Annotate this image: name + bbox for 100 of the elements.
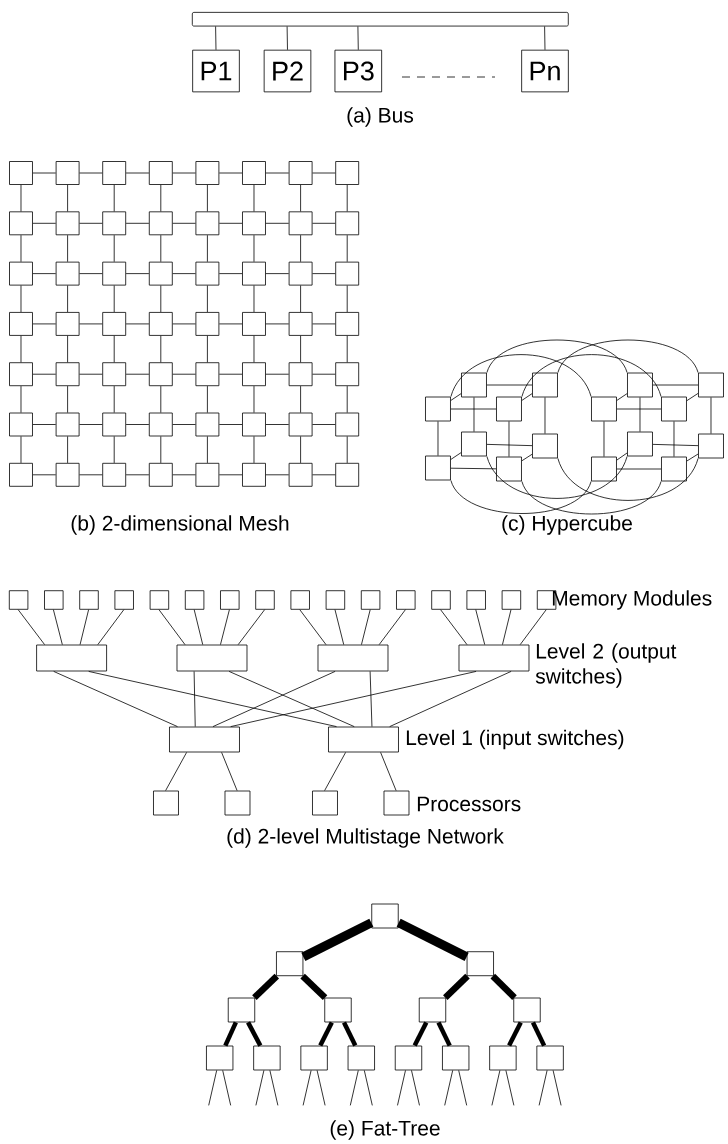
leaf-line [397,1070,406,1106]
link-line [450,393,462,401]
mesh-node [195,161,220,185]
mesh-node [335,462,360,487]
mesh-node [242,462,266,487]
link-line [265,222,290,224]
leaf-line [491,1070,501,1106]
mesh-node [9,312,33,336]
switch-box [169,726,240,753]
memory-module-box [220,590,240,610]
leaf-line [458,1070,468,1106]
link-line [20,385,22,413]
processor-box [312,790,338,816]
link-line [450,467,497,470]
mesh-node [9,462,33,487]
thick-link [530,1021,547,1047]
link-line [312,222,336,224]
link-line [673,421,675,457]
thick-link [318,1021,334,1047]
mesh-node [242,412,266,437]
switch-box [328,726,399,753]
link-line [437,421,439,456]
link-line [212,671,336,727]
link-line [32,323,57,325]
mesh-node [102,161,127,185]
memory-module-box [149,590,170,610]
link-line [172,474,196,476]
tree-node [206,1045,234,1071]
link-line [300,385,301,413]
link-line [172,373,196,375]
link-line [253,234,255,263]
hypercube-node [627,431,653,457]
mesh-node [9,161,33,185]
mesh-node [55,462,80,487]
leaf-line [208,1070,218,1106]
link-line [312,323,336,325]
bus-connector [544,26,546,51]
link-line [79,373,103,375]
link-line [53,671,178,727]
leaf-line [316,1070,326,1106]
link-line [125,373,150,375]
mesh-node [148,261,173,286]
link-line [300,184,301,212]
link-line [221,752,238,791]
link-line [113,184,115,212]
hypercube-node [532,433,558,459]
memory-module-box [184,590,205,610]
mesh-node [288,312,313,336]
mesh-node [55,211,80,236]
link-line [508,421,510,457]
leaf-line [255,1070,265,1106]
link-line [218,222,243,224]
link-line [369,671,373,727]
mesh-node [102,261,127,286]
tree-node [536,1045,564,1071]
link-line [334,609,345,645]
tree-node [347,1045,375,1071]
hypercube-node [661,396,687,422]
mesh-node [9,362,33,387]
link-line [521,393,533,401]
link-line [652,443,699,447]
link-line [475,609,486,645]
link-line [300,335,301,363]
mesh-node [55,161,80,185]
link-line [378,609,406,645]
link-line [88,671,337,727]
mesh-node [55,312,80,336]
link-line [253,285,255,313]
caption: (b) 2-dimensional Mesh [71,515,289,535]
link-line [486,384,533,386]
link-line [67,234,68,263]
mesh-node [335,362,360,387]
link-line [207,335,208,363]
link-line [253,385,255,413]
switch-box [176,644,248,672]
mesh-node [288,161,313,185]
link-line [79,222,103,224]
memory-module-box [8,590,29,610]
caption: (d) 2-level Multistage Network [227,828,504,848]
tree-node [489,1045,517,1071]
link-line [125,323,150,325]
link-line [220,609,230,645]
link-line [253,335,255,363]
link-line [265,373,290,375]
mesh-node [335,261,360,286]
tree-node [394,1045,423,1071]
memory-module-box [501,590,522,610]
link-line [67,385,68,413]
thick-link [252,973,280,1000]
mesh-node [335,412,360,437]
link-line [79,273,103,274]
link-line [346,335,348,363]
link-line [172,172,196,174]
link-line [218,424,243,425]
hypercube-node [532,372,558,398]
bus-connector [357,26,359,51]
mesh-node [55,261,80,286]
link-line [450,480,592,514]
processor-box: Pn [521,49,569,93]
mesh-node [55,362,80,387]
